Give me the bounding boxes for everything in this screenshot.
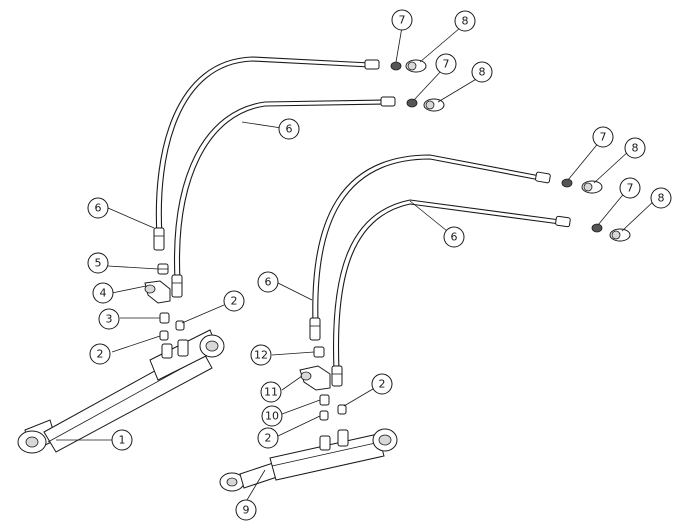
callout-9: 9	[235, 499, 257, 521]
callout-1: 1	[111, 429, 133, 451]
callout-3: 3	[98, 308, 120, 330]
callout-7b: 7	[435, 53, 457, 75]
callout-label: 11	[264, 386, 278, 399]
leader-lines	[56, 26, 657, 501]
callout-4: 4	[92, 282, 114, 304]
hose-upper-inner	[171, 96, 396, 298]
callout-label: 12	[254, 349, 268, 362]
callout-label: 7	[600, 131, 607, 144]
callout-label: 9	[243, 504, 250, 517]
callout-label: 6	[451, 231, 458, 244]
callout-7c: 7	[592, 126, 614, 148]
fitting-3	[159, 312, 170, 324]
callout-label: 7	[627, 182, 634, 195]
callout-12: 12	[250, 344, 272, 366]
hose-lower-inner	[331, 199, 571, 387]
callout-label: 4	[100, 287, 107, 300]
hose-lower-outer	[309, 154, 551, 341]
callout-label: 5	[95, 257, 102, 270]
callout-label: 1	[119, 434, 126, 447]
callout-label: 6	[95, 202, 102, 215]
cylinder-1	[17, 329, 225, 454]
callout-8d: 8	[650, 187, 672, 209]
callout-label: 10	[265, 410, 279, 423]
cylinder-9	[219, 428, 398, 492]
callout-8b: 8	[471, 61, 493, 83]
callout-label: 8	[479, 66, 486, 79]
fitting-2-upper	[159, 320, 185, 341]
callout-label: 2	[97, 348, 104, 361]
callout-5: 5	[87, 252, 109, 274]
callout-label: 7	[443, 58, 450, 71]
callout-label: 8	[632, 142, 639, 155]
fitting-10	[319, 394, 330, 406]
callout-label: 8	[462, 15, 469, 28]
callout-label: 2	[379, 378, 386, 391]
fitting-2-lower	[319, 404, 347, 421]
callout-6d: 6	[257, 271, 279, 293]
callout-label: 2	[231, 295, 238, 308]
callout-label: 3	[106, 313, 113, 326]
callout-8a: 8	[454, 10, 476, 32]
elbow-4	[144, 280, 171, 304]
callout-label: 6	[265, 276, 272, 289]
callout-label: 8	[658, 192, 665, 205]
callout-8c: 8	[624, 137, 646, 159]
callout-2d: 2	[257, 427, 279, 449]
callout-2a: 2	[223, 290, 245, 312]
callout-2b: 2	[89, 343, 111, 365]
elbow-11	[299, 365, 331, 391]
callout-6c: 6	[443, 226, 465, 248]
callout-label: 6	[286, 123, 293, 136]
callout-7d: 7	[619, 177, 641, 199]
callout-2c: 2	[371, 373, 393, 395]
callout-10: 10	[261, 405, 283, 427]
hose-upper-outer	[153, 56, 380, 251]
callout-7a: 7	[391, 9, 413, 31]
callout-11: 11	[260, 381, 282, 403]
fitting-set-top	[390, 59, 445, 112]
fitting-12	[313, 346, 325, 358]
callout-label: 7	[399, 14, 406, 27]
fitting-5	[157, 263, 169, 275]
fitting-set-right	[561, 178, 631, 242]
callout-6b: 6	[87, 197, 109, 219]
callout-label: 2	[265, 432, 272, 445]
callout-6a: 6	[278, 118, 300, 140]
